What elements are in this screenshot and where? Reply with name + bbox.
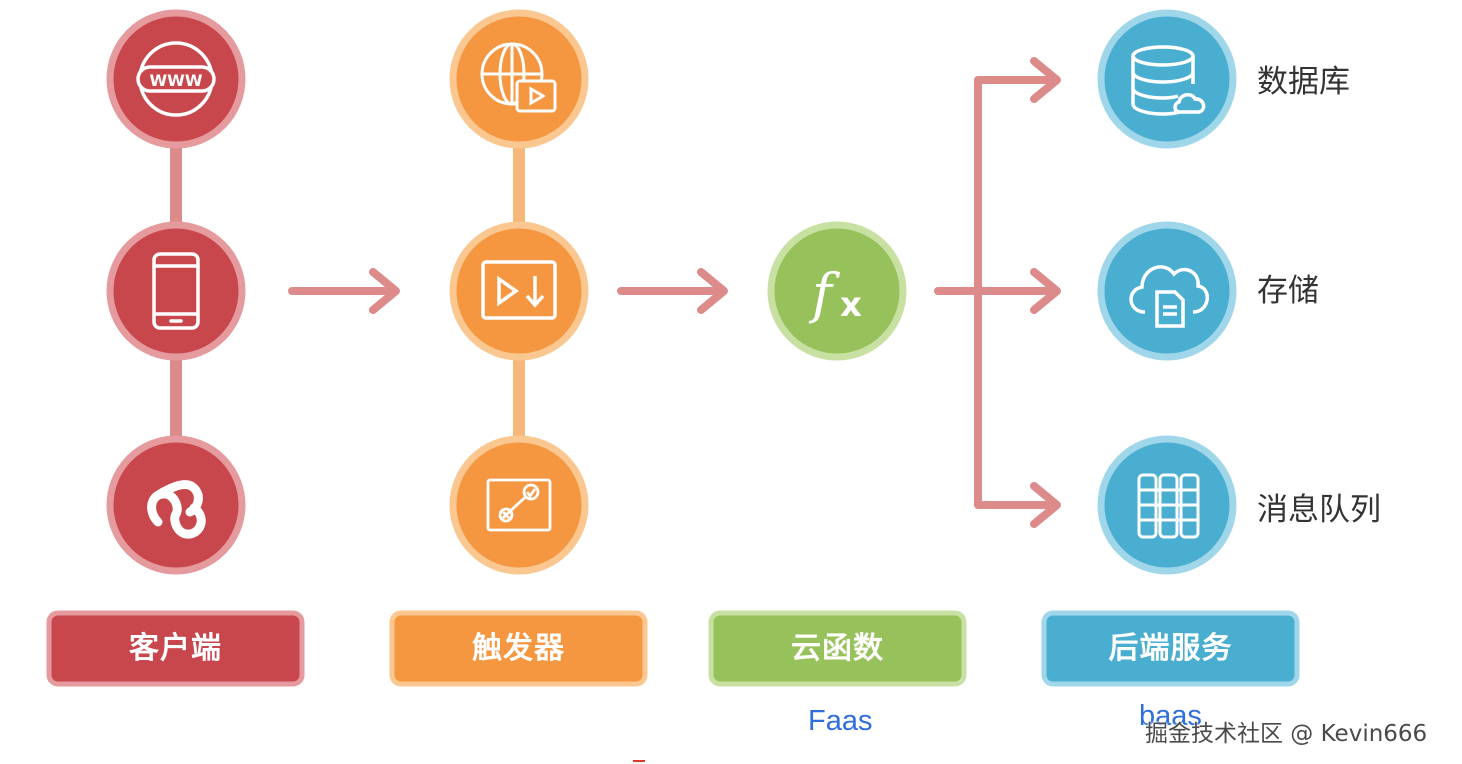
backend-node-storage xyxy=(1097,221,1237,361)
trigger-pill-label: 触发器 xyxy=(472,631,565,666)
trigger-pill xyxy=(389,610,648,687)
service-label-storage: 存储 xyxy=(1257,273,1319,309)
message-queue-icon xyxy=(1137,473,1200,539)
trigger-node-web-video xyxy=(449,9,589,149)
red-mark xyxy=(633,760,645,762)
www-icon: WWW xyxy=(136,41,216,117)
service-label-database: 数据库 xyxy=(1257,64,1350,100)
workflow-icon xyxy=(486,478,552,532)
mini-program-icon xyxy=(147,480,206,539)
backend-node-database xyxy=(1097,9,1237,149)
cloud-function-pill xyxy=(708,610,967,687)
trigger-node-workflow xyxy=(449,435,589,575)
cloud-function-pill-label: 云函数 xyxy=(791,631,884,666)
arrow-trigger-to-function xyxy=(617,268,728,314)
media-download-icon xyxy=(481,260,557,320)
svg-text:x: x xyxy=(840,285,862,325)
mobile-phone-icon xyxy=(152,252,200,330)
service-label-message-queue: 消息队列 xyxy=(1257,492,1381,528)
backend-node-queue xyxy=(1097,435,1237,575)
baas-annotation: baas xyxy=(1139,700,1202,732)
client-node-mini-program xyxy=(106,435,246,575)
client-node-web: WWW xyxy=(106,9,246,149)
trigger-node-media xyxy=(449,221,589,361)
web-video-icon xyxy=(480,42,557,113)
database-cloud-icon xyxy=(1131,45,1206,116)
cloud-storage-icon xyxy=(1129,265,1209,328)
backend-pill xyxy=(1041,610,1300,687)
client-pill xyxy=(46,610,305,687)
client-node-mobile xyxy=(106,221,246,361)
faas-annotation: Faas xyxy=(808,705,873,737)
arrow-client-to-trigger xyxy=(288,268,400,314)
watermark: 掘金技术社区 @ Kevin666 xyxy=(1145,721,1428,747)
arrow-function-to-backend xyxy=(934,57,1061,528)
category-pills xyxy=(46,610,1300,687)
svg-text:WWW: WWW xyxy=(150,71,203,90)
client-pill-label: 客户端 xyxy=(129,631,222,666)
backend-pill-label: 后端服务 xyxy=(1108,631,1233,666)
cloud-function-node: f x xyxy=(767,221,907,361)
